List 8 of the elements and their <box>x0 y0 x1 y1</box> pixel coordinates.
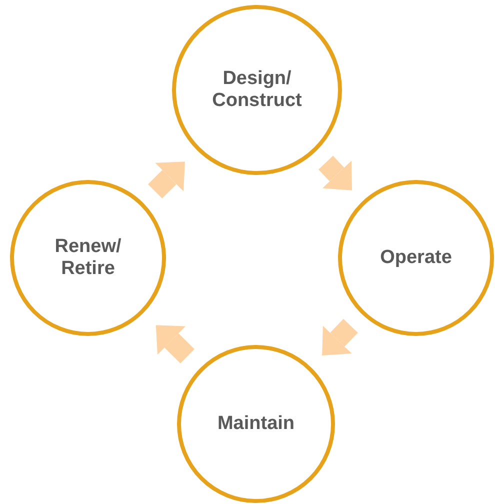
block-arrow <box>318 156 352 190</box>
stage-label: Design/ Construct <box>211 68 303 112</box>
stage-label: Maintain <box>216 413 296 435</box>
block-arrow <box>156 325 194 364</box>
stage-label: Renew/ Retire <box>54 236 122 280</box>
block-arrow <box>148 162 185 198</box>
stage-label: Operate <box>379 247 453 269</box>
block-arrow <box>322 318 358 356</box>
